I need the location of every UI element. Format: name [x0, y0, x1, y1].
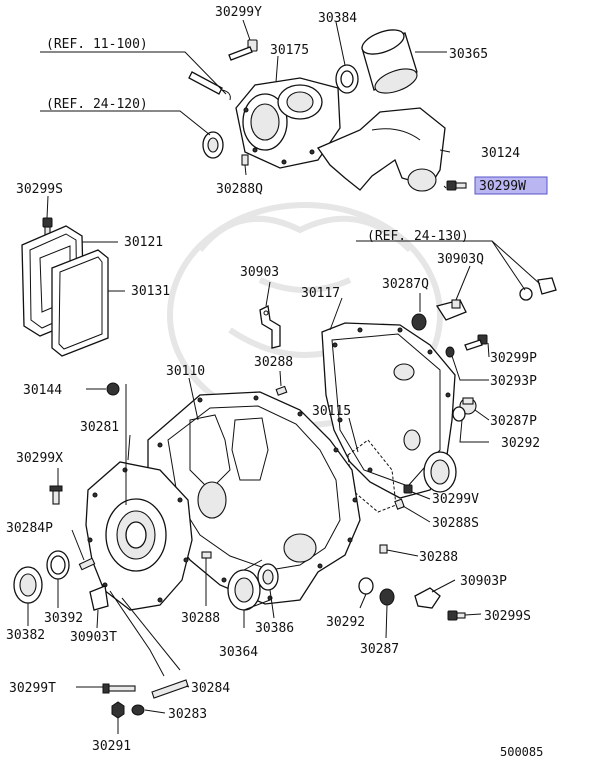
ref-label-11-100: (REF. 11-100)	[46, 37, 148, 52]
part-label: 30115	[312, 404, 351, 419]
part-label: 30287P	[490, 414, 537, 429]
part-label: 30110	[166, 364, 205, 379]
part-label: 30288	[181, 611, 220, 626]
rear-case-30117[interactable]	[321, 322, 457, 499]
part-label: 30288	[419, 550, 458, 565]
part-label: 30299V	[432, 492, 479, 507]
bolt-30299t[interactable]	[102, 683, 136, 694]
bracket-30903t[interactable]	[89, 585, 109, 611]
nut-30283[interactable]	[131, 704, 145, 716]
part-label: 30299T	[9, 681, 56, 696]
bolt-30299w[interactable]	[446, 180, 467, 191]
part-label: 30287Q	[382, 277, 429, 292]
part-label: 30288S	[432, 516, 479, 531]
part-label: 30287	[360, 642, 399, 657]
ref-label-24-120: (REF. 24-120)	[46, 97, 148, 112]
bolt-30299x[interactable]	[49, 485, 63, 505]
part-label: 30288	[254, 355, 293, 370]
part-label: 30903Q	[437, 252, 484, 267]
part-label: 30284	[191, 681, 230, 696]
seal-30384[interactable]	[335, 64, 359, 94]
plug-30287q[interactable]	[411, 313, 427, 331]
part-label: 30131	[131, 284, 170, 299]
bracket-30903q[interactable]	[435, 299, 467, 321]
part-label: 30121	[124, 235, 163, 250]
part-label: 30175	[270, 43, 309, 58]
seal-30386[interactable]	[257, 563, 279, 591]
leader-lines	[27, 19, 541, 734]
bolt-30299p[interactable]	[464, 334, 488, 351]
gasket-30292-right[interactable]	[452, 406, 466, 422]
part-label: 30365	[449, 47, 488, 62]
part-label: 30299X	[16, 451, 63, 466]
adapter-housing-30175[interactable]	[235, 77, 341, 169]
bracket-30903[interactable]	[259, 305, 281, 349]
part-label: 30283	[168, 707, 207, 722]
ring-30392[interactable]	[46, 550, 70, 580]
part-label: 30299P	[490, 351, 537, 366]
part-label: 30144	[23, 383, 62, 398]
stud-30284[interactable]	[151, 679, 189, 699]
part-label: 30903T	[70, 630, 117, 645]
gasket-30292-bottom[interactable]	[358, 577, 374, 595]
highlighted-part-label: 30299W	[479, 179, 526, 194]
heat-shield-30124[interactable]	[317, 107, 446, 192]
ref-24-130-parts	[519, 277, 557, 301]
part-label: 30281	[80, 420, 119, 435]
part-label: 30124	[481, 146, 520, 161]
part-label: 30903	[240, 265, 279, 280]
part-label: 30903P	[460, 574, 507, 589]
pin-30288-mid[interactable]	[275, 385, 288, 396]
bolt-30299s-bottom[interactable]	[447, 610, 466, 621]
pin-30288s[interactable]	[394, 498, 405, 510]
front-case-30281[interactable]	[85, 461, 193, 611]
part-label: 30299S	[484, 609, 531, 624]
part-label: 30364	[219, 645, 258, 660]
washer-30293p[interactable]	[445, 346, 455, 358]
diagram-code: 500085	[500, 745, 543, 759]
pin-part	[188, 71, 231, 101]
part-label: 30386	[255, 621, 294, 636]
bolt-30299y[interactable]	[228, 39, 258, 61]
part-label: 30292	[326, 615, 365, 630]
ref-label-24-130: (REF. 24-130)	[367, 229, 469, 244]
part-labels: (REF. 11-100) (REF. 24-120) (REF. 24-130…	[6, 5, 548, 759]
pin-30288q[interactable]	[241, 154, 249, 166]
cover-30365[interactable]	[359, 25, 420, 98]
part-label: 30299Y	[215, 5, 262, 20]
pin-30288-right[interactable]	[379, 544, 388, 554]
bolt-30144[interactable]	[106, 382, 120, 396]
transfer-case-30110[interactable]	[147, 391, 361, 605]
seal-30382[interactable]	[13, 566, 43, 604]
part-label: 30392	[44, 611, 83, 626]
stud-30284p[interactable]	[78, 557, 96, 571]
part-label: 30384	[318, 11, 357, 26]
gasket-30131[interactable]	[51, 249, 109, 357]
part-label: 30299S	[16, 182, 63, 197]
seal-ref-24-120	[202, 131, 224, 159]
sleeve-30364[interactable]	[227, 559, 271, 611]
part-label: 30284P	[6, 521, 53, 536]
bolt-30299v[interactable]	[403, 484, 413, 494]
bracket-30903p[interactable]	[414, 587, 441, 609]
part-label: 30292	[501, 436, 540, 451]
part-label: 30293P	[490, 374, 537, 389]
part-label: 30382	[6, 628, 45, 643]
part-label: 30288Q	[216, 182, 263, 197]
highlight-box	[474, 176, 548, 195]
part-label: 30291	[92, 739, 131, 754]
part-label: 30117	[301, 286, 340, 301]
nut-30291[interactable]	[111, 701, 125, 719]
pin-30288-bottom[interactable]	[201, 551, 212, 559]
plug-30287[interactable]	[379, 588, 395, 606]
